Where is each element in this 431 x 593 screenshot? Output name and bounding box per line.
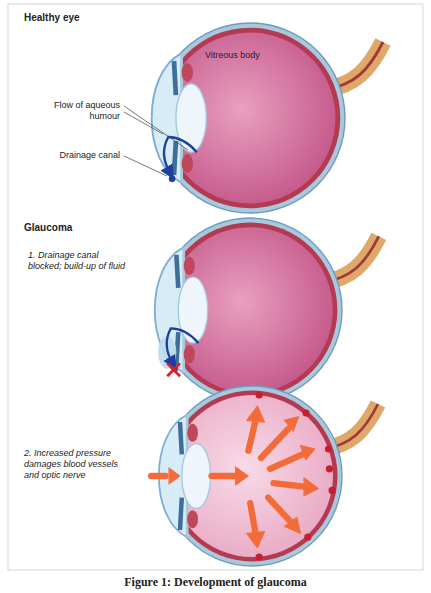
step-note: 1. Drainage canal blocked; build-up of f… [28, 250, 128, 272]
part-label: Flow of aqueous humour [50, 100, 120, 122]
section-heading: Glaucoma [24, 222, 144, 234]
step-note: 2. Increased pressure damages blood vess… [24, 448, 128, 480]
part-label: Drainage canal [40, 150, 120, 161]
part-label: Vitreous body [205, 50, 285, 61]
section-heading: Healthy eye [24, 12, 144, 24]
figure-caption: Figure 1: Development of glaucoma [0, 575, 431, 589]
